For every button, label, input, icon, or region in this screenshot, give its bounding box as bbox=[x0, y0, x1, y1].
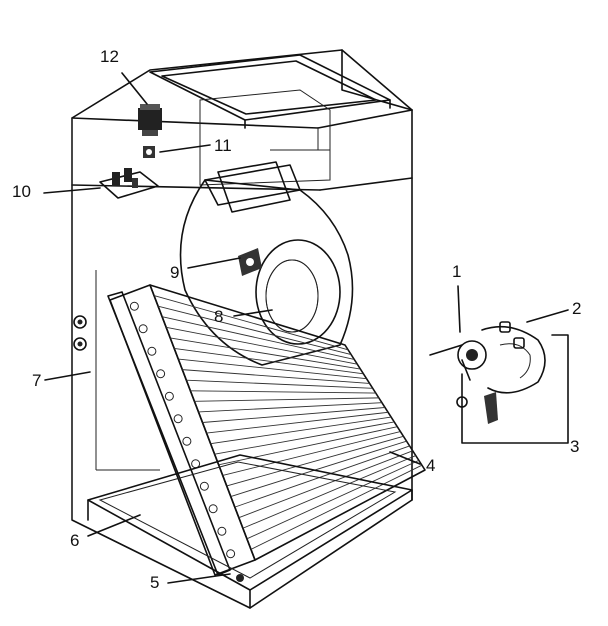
coil-fin bbox=[250, 464, 423, 550]
coil-tube-bend bbox=[217, 526, 227, 536]
coil-fin bbox=[210, 416, 392, 445]
coil-fin bbox=[166, 326, 358, 365]
callout-label-4: 4 bbox=[426, 456, 436, 475]
coil-fin bbox=[170, 337, 361, 370]
coil-tube-bend bbox=[156, 369, 166, 379]
callout-label-5: 5 bbox=[150, 573, 160, 592]
callout-label-2: 2 bbox=[572, 299, 582, 318]
side-ports bbox=[73, 315, 87, 351]
callout-label-11: 11 bbox=[214, 136, 232, 155]
coil-fin bbox=[174, 348, 364, 375]
leader-3-bracket bbox=[461, 334, 569, 444]
callout-label-9: 9 bbox=[170, 263, 180, 282]
coil-tube-bend bbox=[226, 549, 236, 559]
coil-fin bbox=[238, 450, 413, 519]
coil-fin bbox=[178, 358, 367, 380]
top-collar bbox=[149, 54, 391, 129]
interior-panel bbox=[199, 89, 331, 186]
coil-tube-bend bbox=[147, 346, 157, 356]
leader-5 bbox=[167, 573, 231, 584]
blower-housing bbox=[179, 161, 354, 366]
transformer bbox=[138, 104, 162, 136]
coil-fin bbox=[162, 316, 355, 360]
leader-9 bbox=[187, 257, 241, 269]
leader-lines bbox=[43, 72, 569, 584]
evaporator-coil bbox=[107, 284, 426, 576]
coil-fin bbox=[214, 421, 395, 455]
coil-tube-bend bbox=[138, 324, 148, 334]
coil-tube-bend bbox=[164, 391, 174, 401]
drain-pan bbox=[87, 454, 413, 609]
coil-fin bbox=[202, 407, 386, 423]
relay bbox=[143, 146, 155, 158]
coil-fin bbox=[218, 426, 398, 466]
control-board bbox=[99, 168, 159, 199]
coil-fin bbox=[157, 305, 352, 356]
leader-6 bbox=[87, 514, 141, 537]
coil-tube-bend bbox=[199, 481, 209, 491]
coil-fin bbox=[246, 459, 420, 540]
leader-4 bbox=[389, 451, 421, 465]
coil-tube-bend bbox=[173, 414, 183, 424]
coil-fin bbox=[226, 435, 404, 487]
coil-fin bbox=[242, 455, 416, 529]
leader-12 bbox=[121, 72, 148, 105]
leader-1 bbox=[457, 285, 461, 333]
leader-11 bbox=[159, 144, 211, 153]
coil-fin bbox=[234, 445, 410, 508]
leader-8 bbox=[233, 309, 273, 317]
callout-label-7: 7 bbox=[32, 371, 42, 390]
coil-fin bbox=[190, 390, 376, 394]
callout-label-8: 8 bbox=[214, 307, 224, 326]
callout-label-10: 10 bbox=[12, 182, 31, 201]
leader-10 bbox=[43, 187, 101, 194]
callout-label-6: 6 bbox=[70, 531, 80, 550]
coil-fin bbox=[222, 431, 401, 476]
coil-tube-bend bbox=[208, 504, 218, 514]
coil-fin bbox=[198, 402, 382, 413]
callout-label-1: 1 bbox=[452, 262, 462, 281]
coil-fin bbox=[186, 379, 373, 389]
callout-label-12: 12 bbox=[100, 47, 119, 66]
motor-mount bbox=[238, 248, 262, 276]
coil-tube-bend bbox=[129, 301, 139, 311]
coil-fin bbox=[194, 397, 379, 402]
coil-fin bbox=[206, 411, 389, 434]
blower-motor-assembly bbox=[429, 321, 546, 424]
coil-fin bbox=[230, 440, 407, 497]
coil-fin bbox=[182, 369, 370, 384]
coil-fin bbox=[153, 295, 349, 351]
coil-tube-bend bbox=[182, 436, 192, 446]
leader-7 bbox=[44, 371, 91, 381]
leader-2 bbox=[526, 309, 569, 323]
callout-label-3: 3 bbox=[570, 437, 580, 456]
